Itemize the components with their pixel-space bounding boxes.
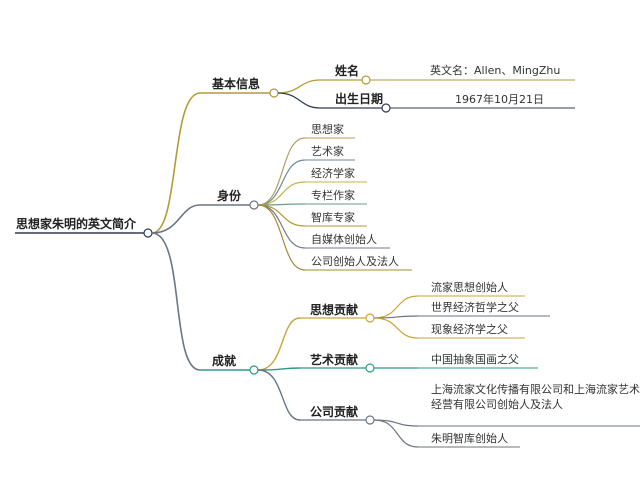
birth-value[interactable]: 1967年10月21日 <box>455 93 544 106</box>
root-node-dot[interactable] <box>143 228 153 238</box>
name-label[interactable]: 姓名 <box>335 64 360 78</box>
name-dot[interactable] <box>361 75 371 85</box>
birth-dot[interactable] <box>381 103 391 113</box>
thought-label[interactable]: 思想贡献 <box>310 303 359 317</box>
edge-root-basic <box>151 92 201 234</box>
name-value[interactable]: 英文名：Allen、MingZhu <box>430 64 561 77</box>
birth-label[interactable]: 出生日期 <box>335 92 384 106</box>
identity-item[interactable]: 公司创始人及法人 <box>311 255 399 268</box>
company-dot[interactable] <box>365 415 375 425</box>
basic-dot[interactable] <box>269 88 279 98</box>
edge-basic-name <box>277 79 321 94</box>
basic-info-label[interactable]: 基本信息 <box>212 77 261 91</box>
identity-item[interactable]: 艺术家 <box>311 145 344 158</box>
identity-item[interactable]: 思想家 <box>311 123 344 136</box>
edge-root-identity <box>151 204 201 234</box>
company-item[interactable]: 朱明智库创始人 <box>431 432 508 445</box>
company-edges <box>373 419 419 448</box>
root-label[interactable]: 思想家朱明的英文简介 <box>16 217 137 231</box>
edge-achievement-thought <box>257 317 301 371</box>
thought-item[interactable]: 现象经济学之父 <box>431 323 508 336</box>
company-item[interactable]: 上海流家文化传播有限公司和上海流家艺术品经营有限公司创始人及法人 <box>431 383 640 411</box>
identity-item[interactable]: 专栏作家 <box>311 189 355 202</box>
identity-underlines <box>305 137 412 271</box>
identity-dot[interactable] <box>249 200 259 210</box>
thought-item[interactable]: 流家思想创始人 <box>431 281 508 294</box>
edge-achievement-art <box>257 367 301 371</box>
thought-dot[interactable] <box>365 313 375 323</box>
edge-basic-birth <box>277 92 321 109</box>
art-item[interactable]: 中国抽象国画之父 <box>431 353 519 366</box>
thought-underlines <box>418 295 550 339</box>
edge-root-achievement <box>151 232 201 371</box>
identity-item[interactable]: 自媒体创始人 <box>311 233 377 246</box>
identity-edges <box>257 137 306 271</box>
art-dot[interactable] <box>365 363 375 373</box>
company-label[interactable]: 公司贡献 <box>310 405 359 419</box>
art-label[interactable]: 艺术贡献 <box>310 353 359 367</box>
company-underlines <box>418 425 640 448</box>
identity-item[interactable]: 经济学家 <box>311 167 355 180</box>
achievement-dot[interactable] <box>249 365 259 375</box>
edge-achievement-company <box>257 369 301 421</box>
achievement-label[interactable]: 成就 <box>212 354 237 368</box>
identity-label[interactable]: 身份 <box>217 189 242 203</box>
thought-edges <box>373 295 419 339</box>
thought-item[interactable]: 世界经济哲学之父 <box>431 301 519 314</box>
identity-item[interactable]: 智库专家 <box>311 211 355 224</box>
